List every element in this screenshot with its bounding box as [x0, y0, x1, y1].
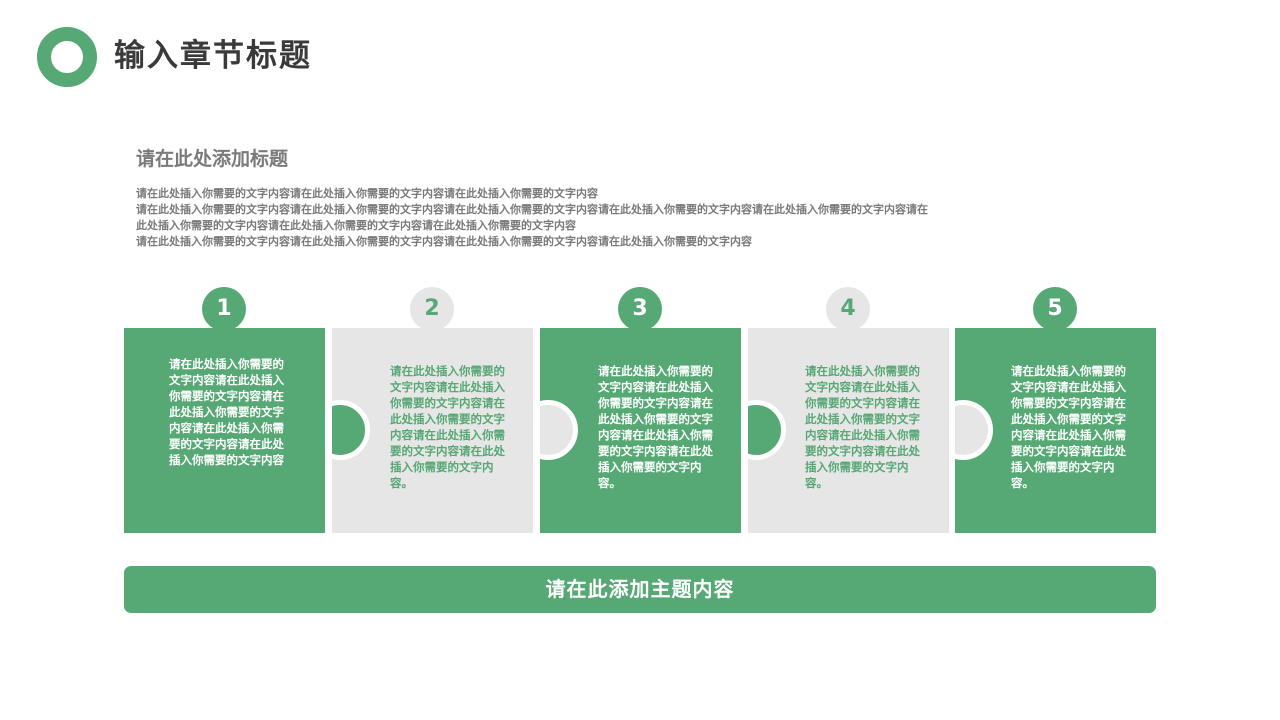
- puzzle-connector-1: [332, 400, 370, 460]
- step-text-5: 请在此处插入你需要的文字内容请在此处插入你需要的文字内容请在此处插入你需要的文字…: [1011, 364, 1126, 490]
- paragraph-line: 请在此处插入你需要的文字内容请在此处插入你需要的文字内容请在此处插入你需要的文字…: [136, 187, 598, 200]
- step-number-1: 1: [202, 287, 246, 331]
- connector-clip-2: [540, 328, 741, 533]
- chapter-title: 输入章节标题: [114, 38, 312, 74]
- step-number-2: 2: [410, 287, 454, 331]
- connector-clip-1: [332, 328, 533, 533]
- step-text-3: 请在此处插入你需要的文字内容请在此处插入你需要的文字内容请在此处插入你需要的文字…: [598, 364, 713, 490]
- puzzle-connector-4: [955, 400, 993, 460]
- step-panel-1: [124, 328, 325, 533]
- paragraph-line: 此处插入你需要的文字内容请在此处插入你需要的文字内容请在此处插入你需要的文字内容: [136, 219, 576, 232]
- connector-clip-4: [955, 328, 1156, 533]
- section-title: 请在此处添加标题: [136, 148, 289, 170]
- theme-bar: 请在此添加主题内容: [124, 566, 1156, 613]
- connector-clip-3: [748, 328, 949, 533]
- puzzle-connector-3: [748, 400, 786, 460]
- step-number-5: 5: [1033, 287, 1077, 331]
- section-paragraph: 请在此处插入你需要的文字内容请在此处插入你需要的文字内容请在此处插入你需要的文字…: [136, 186, 1126, 250]
- paragraph-line: 请在此处插入你需要的文字内容请在此处插入你需要的文字内容请在此处插入你需要的文字…: [136, 235, 752, 248]
- step-number-4: 4: [826, 287, 870, 331]
- paragraph-line: 请在此处插入你需要的文字内容请在此处插入你需要的文字内容请在此处插入你需要的文字…: [136, 203, 928, 216]
- step-number-3: 3: [618, 287, 662, 331]
- chapter-ring-icon: [37, 27, 97, 87]
- puzzle-connector-2: [540, 400, 578, 460]
- step-text-1: 请在此处插入你需要的文字内容请在此处插入你需要的文字内容请在此处插入你需要的文字…: [169, 357, 284, 467]
- step-text-2: 请在此处插入你需要的文字内容请在此处插入你需要的文字内容请在此处插入你需要的文字…: [390, 364, 505, 490]
- step-text-4: 请在此处插入你需要的文字内容请在此处插入你需要的文字内容请在此处插入你需要的文字…: [805, 364, 920, 490]
